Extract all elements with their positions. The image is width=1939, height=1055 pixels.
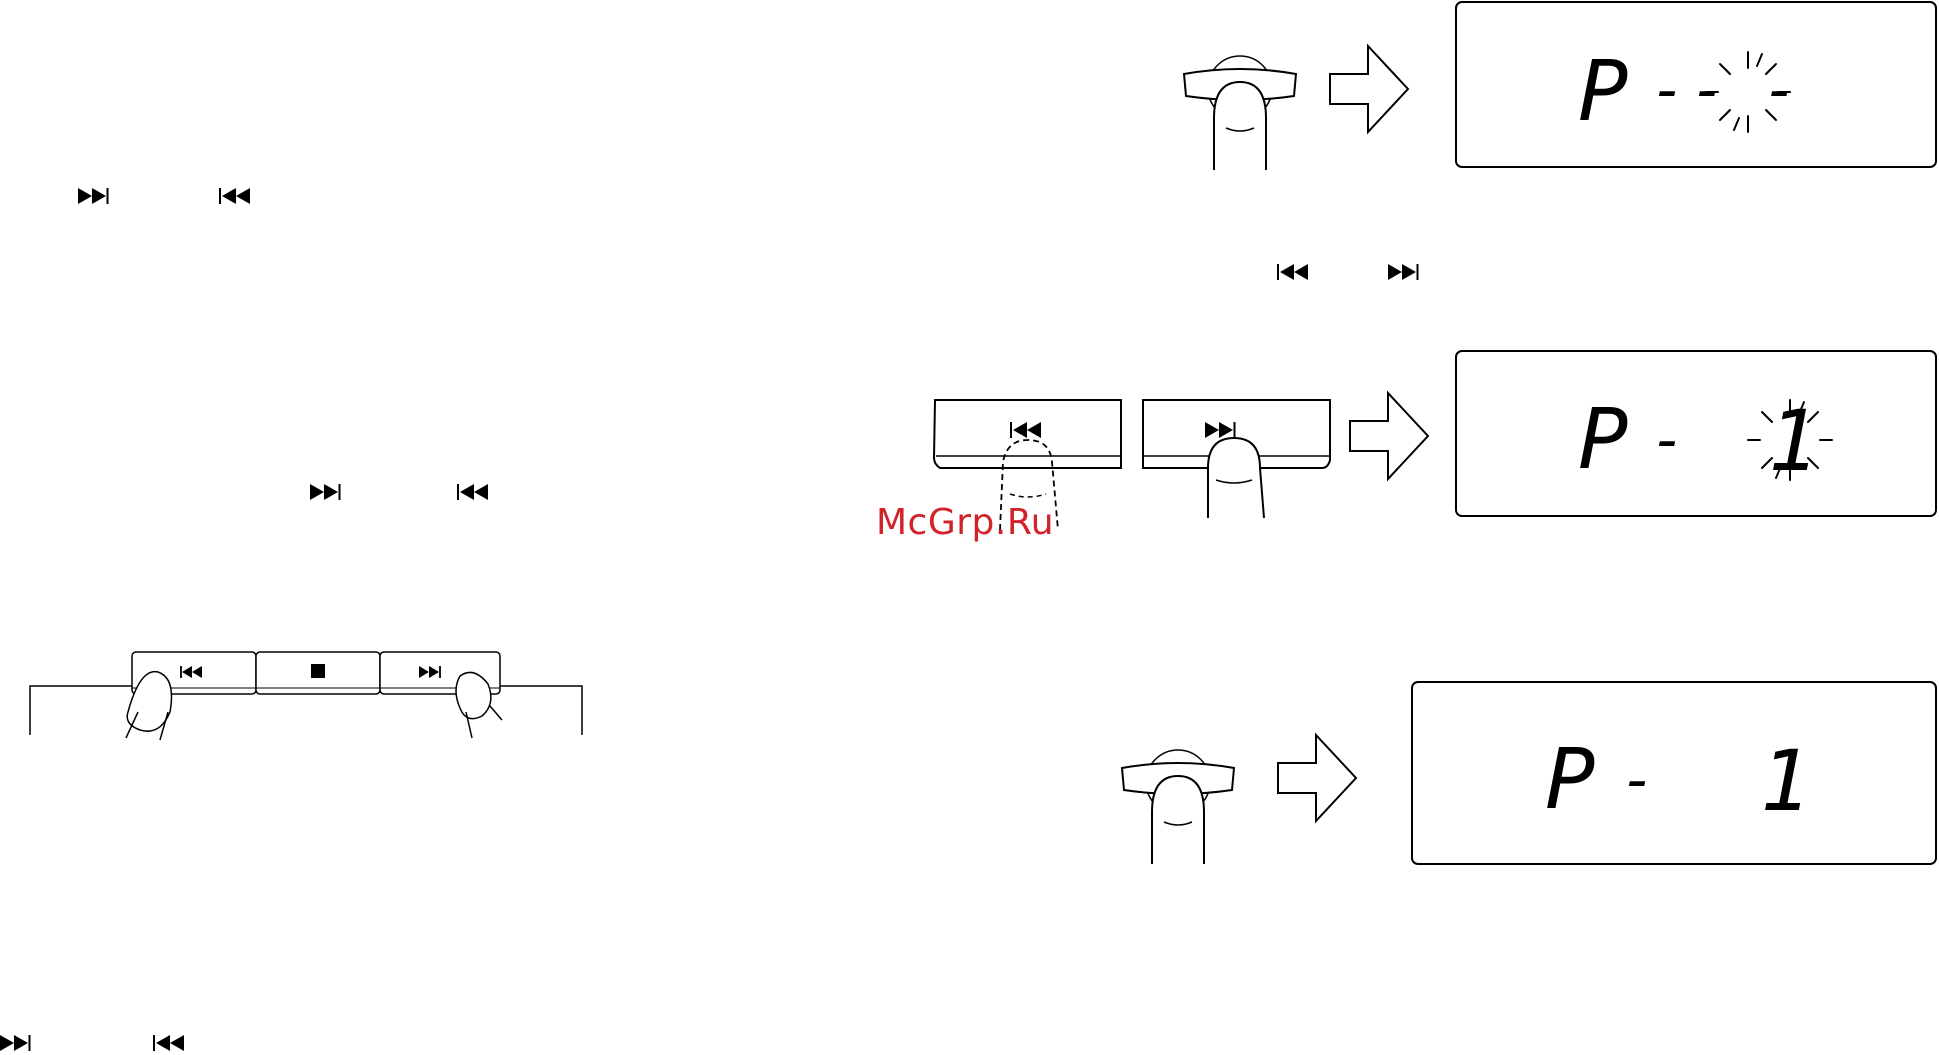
display-1-separator: - [1650, 55, 1686, 125]
watermark: McGrp.Ru [876, 502, 1054, 543]
lcd-display-3 [1412, 682, 1936, 864]
previous-track-icon [220, 188, 250, 204]
finger-press-icon [1208, 438, 1264, 518]
display-3-value: 1 [1760, 732, 1811, 830]
arrow-right-icon [1278, 735, 1356, 821]
arrow-right-icon [1330, 46, 1408, 132]
display-3-separator: - [1620, 745, 1656, 815]
next-track-icon [78, 188, 108, 204]
next-track-icon [1388, 264, 1418, 280]
display-2-separator: - [1650, 405, 1686, 475]
display-3-mode: P [1545, 730, 1596, 828]
display-1-mode: P [1578, 42, 1629, 140]
stop-icon [311, 664, 325, 678]
finger-press-icon [1184, 56, 1296, 170]
button-strip-illustration [30, 652, 582, 740]
previous-track-icon [458, 484, 488, 500]
arrow-right-icon [1350, 393, 1428, 479]
previous-track-icon [1278, 264, 1308, 280]
next-track-icon [310, 484, 340, 500]
display-2-mode: P [1578, 390, 1629, 488]
lcd-display-2 [1456, 351, 1936, 516]
finger-press-icon [1122, 750, 1234, 864]
previous-button[interactable] [934, 400, 1121, 468]
next-track-icon [0, 1035, 30, 1051]
display-2-value: 1 [1768, 392, 1819, 490]
display-1-value: - - [1690, 55, 1798, 125]
previous-track-icon [154, 1035, 184, 1051]
